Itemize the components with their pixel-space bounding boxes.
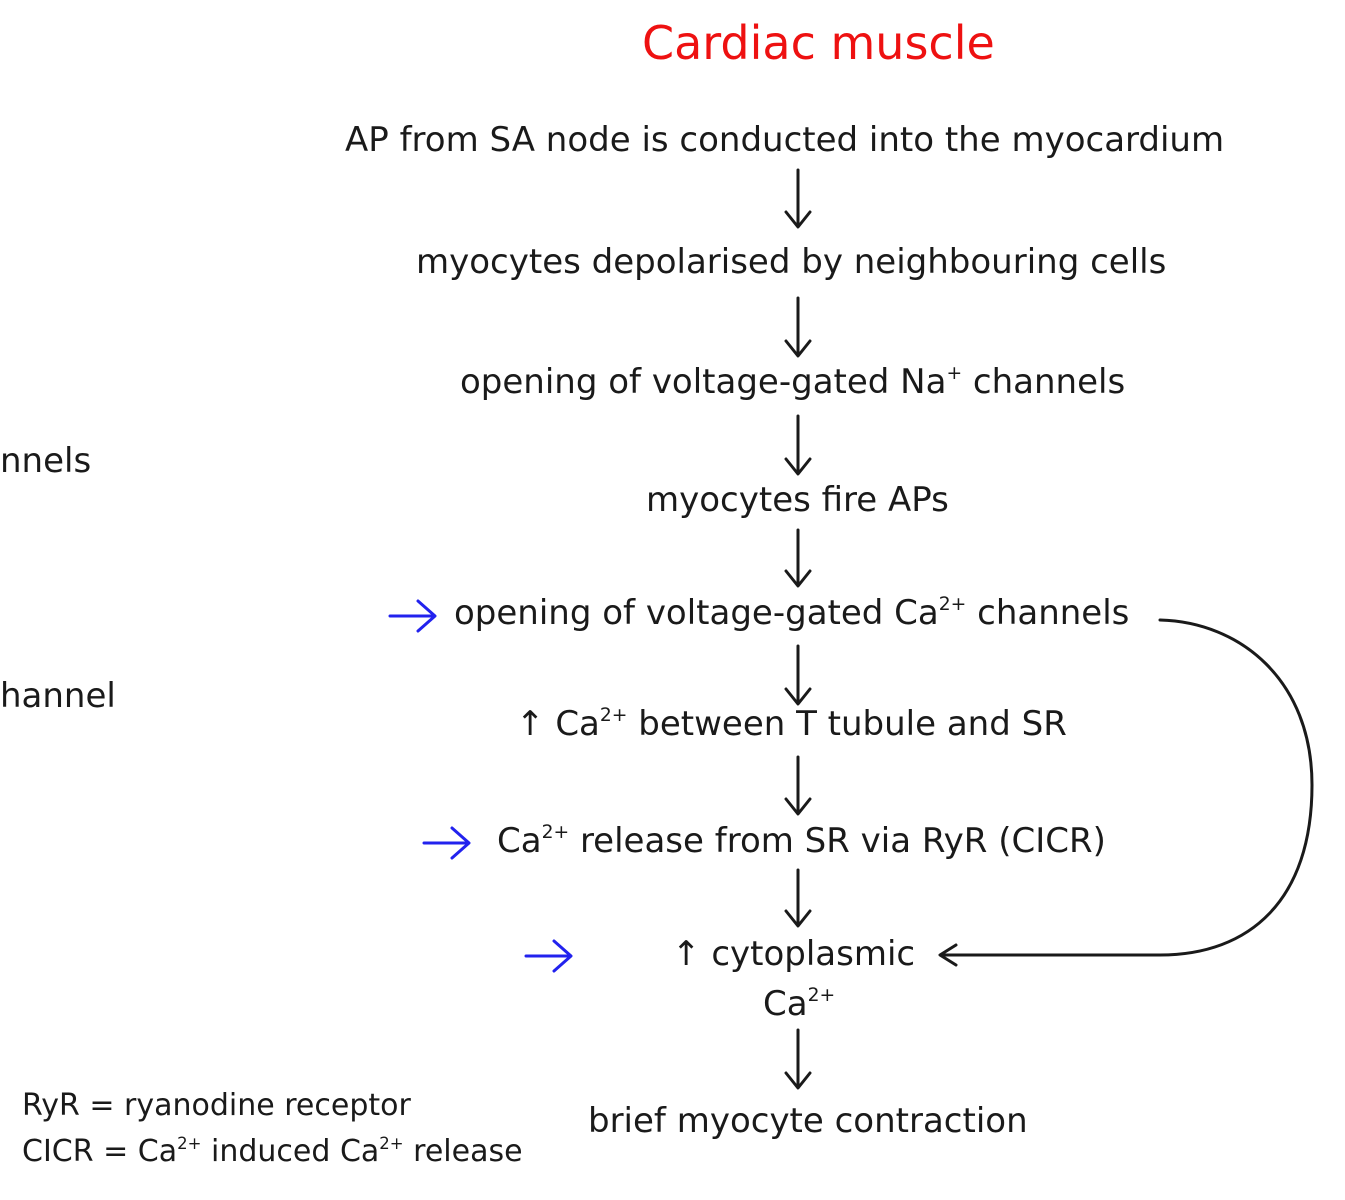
highlight-arrow-2 xyxy=(422,826,471,860)
ca-charge: 2+ xyxy=(599,704,628,726)
step-na-text-end: channels xyxy=(962,362,1126,402)
step-contraction: brief myocyte contraction xyxy=(588,1101,1028,1141)
legend-cicr: CICR = Ca2+ induced Ca2+ release xyxy=(22,1134,523,1169)
legend-ryr: RyR = ryanodine receptor xyxy=(22,1088,411,1123)
ca-charge: 2+ xyxy=(177,1133,202,1153)
highlight-arrow-1 xyxy=(388,599,437,633)
step-cytoplasmic-ca-line2: Ca2+ xyxy=(763,984,835,1024)
down-arrow-4 xyxy=(784,528,812,588)
step-ap-conducted: AP from SA node is conducted into the my… xyxy=(345,120,1225,160)
step-ca-symbol: Ca xyxy=(763,984,808,1024)
ca-charge: 2+ xyxy=(541,821,570,843)
step-ca-release: Ca2+ release from SR via RyR (CICR) xyxy=(497,821,1106,861)
feedback-curve-arrow xyxy=(938,618,1314,967)
na-charge: + xyxy=(946,362,963,384)
ca-charge: 2+ xyxy=(379,1133,404,1153)
down-arrow-7 xyxy=(784,868,812,928)
cropped-text-fragment-1: nnels xyxy=(0,441,92,481)
step-ca-channels: opening of voltage-gated Ca2+ channels xyxy=(454,593,1129,633)
ca-charge: 2+ xyxy=(807,984,836,1006)
step-ca-between-text-end: between T tubule and SR xyxy=(627,704,1067,744)
step-ca-release-text: Ca xyxy=(497,821,542,861)
step-ca-text: opening of voltage-gated Ca xyxy=(454,593,939,633)
step-ca-between-text: Ca xyxy=(555,704,600,744)
step-na-channels: opening of voltage-gated Na+ channels xyxy=(460,362,1125,402)
down-arrow-3 xyxy=(784,414,812,476)
ca-charge: 2+ xyxy=(938,593,967,615)
down-arrow-2 xyxy=(784,296,812,358)
page-title: Cardiac muscle xyxy=(642,16,995,70)
highlight-arrow-3 xyxy=(524,939,573,973)
step-ca-release-text-end: release from SR via RyR (CICR) xyxy=(569,821,1106,861)
down-arrow-5 xyxy=(784,644,812,706)
step-myocytes-depolarised: myocytes depolarised by neighbouring cel… xyxy=(416,242,1167,282)
down-arrow-1 xyxy=(784,168,812,229)
down-arrow-6 xyxy=(784,755,812,816)
up-arrow-icon: ↑ xyxy=(672,934,701,974)
cropped-text-fragment-2: hannel xyxy=(0,676,116,716)
down-arrow-8 xyxy=(784,1028,812,1090)
legend-cicr-a: CICR = Ca xyxy=(22,1134,178,1169)
up-arrow-icon: ↑ xyxy=(516,704,545,744)
legend-cicr-c: release xyxy=(403,1134,523,1169)
step-ca-text-end: channels xyxy=(966,593,1130,633)
step-na-text: opening of voltage-gated Na xyxy=(460,362,947,402)
step-cytoplasmic-ca: ↑ cytoplasmic xyxy=(672,934,915,974)
step-ca-between: ↑ Ca2+ between T tubule and SR xyxy=(516,704,1067,744)
legend-cicr-b: induced Ca xyxy=(201,1134,380,1169)
step-cytoplasmic-text: cytoplasmic xyxy=(711,934,916,974)
step-fire-aps: myocytes fire APs xyxy=(646,480,949,520)
